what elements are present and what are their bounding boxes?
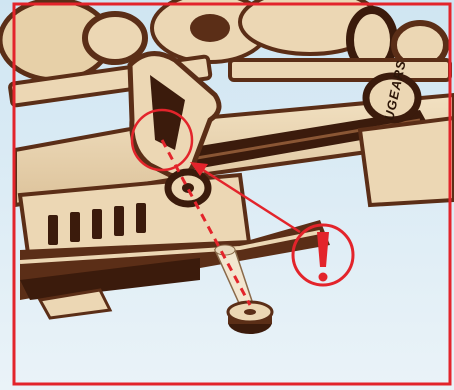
assembly-illustration: [0, 0, 454, 390]
assembly-instruction-image: UGEARS: [0, 0, 454, 390]
